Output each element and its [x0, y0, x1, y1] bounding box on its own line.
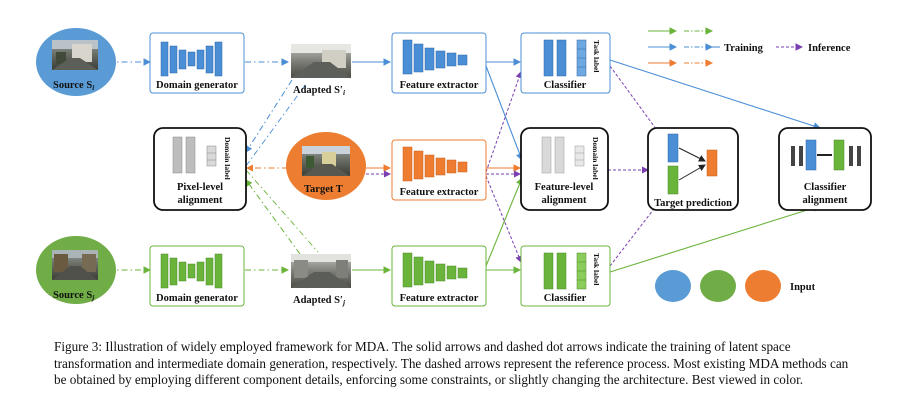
source-j-thumbnail — [52, 250, 98, 280]
arrow-cls-top-to-cls-align — [609, 59, 822, 130]
source-i-node: Source Si — [36, 28, 116, 96]
legend-inference-label: Inference — [808, 43, 851, 54]
arrow-feat-mid-to-cls-bot-inf — [485, 175, 522, 263]
target-node: Target T — [286, 132, 366, 200]
domain-label-feat: Domain label — [591, 137, 600, 180]
arrow-pixel-to-adapted-j — [245, 169, 319, 253]
legend-input-green — [700, 270, 736, 302]
legend-input-orange — [745, 270, 781, 302]
arrow-adapted-j-to-pixel-align — [245, 179, 301, 255]
svg-text:Adapted S′i: Adapted S′i — [293, 85, 346, 97]
feature-extractor-mid: Feature extractor — [391, 139, 487, 201]
arrow-adapted-i-to-pixel-align — [245, 79, 293, 153]
task-label-top: Task label — [592, 40, 601, 72]
feat-bottom-layers-icon — [402, 252, 468, 288]
adapted-j-thumbnail — [291, 254, 351, 288]
connectors — [108, 58, 822, 274]
adapted-j-node: Adapted S′j — [291, 254, 351, 307]
target-label: Target T — [304, 184, 343, 195]
classifier-top: Task label Classifier — [520, 32, 611, 94]
pixel-align-icon — [172, 136, 217, 174]
generator-bottom-layers-icon — [160, 253, 223, 289]
domain-generator-bottom: Domain generator — [149, 245, 245, 307]
arrow-cls-bot-to-cls-align — [609, 204, 822, 273]
classifier-bottom: Task label Classifier — [520, 245, 611, 307]
source-i-thumbnail — [52, 40, 98, 70]
source-j-label: Source S — [53, 290, 92, 301]
feat-align-label-2: alignment — [542, 195, 587, 206]
source-j-node: Source Sj — [36, 236, 116, 304]
arrow-feat-top-to-feat-align — [485, 65, 524, 162]
cls-align-icon — [791, 139, 861, 171]
feat-bottom-label: Feature extractor — [400, 293, 479, 304]
domain-generator-bottom-label: Domain generator — [156, 293, 238, 304]
source-i-sub: i — [92, 83, 95, 92]
classifier-bottom-label: Classifier — [544, 293, 587, 304]
classifier-alignment: Classifier alignment — [778, 127, 872, 211]
feat-mid-label: Feature extractor — [400, 187, 479, 198]
target-prediction: Target prediction — [647, 127, 739, 211]
svg-text:Source Sj: Source Sj — [53, 290, 95, 302]
svg-text:Adapted S′j: Adapted S′j — [293, 295, 346, 307]
classifier-bottom-icon — [543, 252, 587, 290]
adapted-i-node: Adapted S′i — [291, 44, 351, 97]
pixel-align-label-1: Pixel-level — [177, 182, 223, 193]
feat-align-icon — [541, 136, 585, 174]
feat-top-label: Feature extractor — [400, 80, 479, 91]
svg-text:Source Si: Source Si — [53, 80, 95, 92]
task-label-bottom: Task label — [592, 253, 601, 285]
feat-top-layers-icon — [402, 39, 468, 75]
classifier-top-icon — [543, 39, 587, 77]
target-thumbnail — [302, 146, 350, 176]
adapted-i-thumbnail — [291, 44, 351, 78]
legend-input-blue — [655, 270, 691, 302]
figure-caption: Figure 3: Illustration of widely employe… — [54, 339, 849, 387]
legend-input-label: Input — [790, 282, 816, 293]
feature-extractor-top: Feature extractor — [391, 32, 487, 94]
classifier-top-label: Classifier — [544, 80, 587, 91]
svg-text:Target T: Target T — [304, 184, 343, 195]
cls-align-label-2: alignment — [803, 195, 848, 206]
cls-align-label-1: Classifier — [804, 182, 847, 193]
feat-mid-layers-icon — [402, 146, 468, 182]
source-i-label: Source S — [53, 80, 92, 91]
domain-generator-top: Domain generator — [149, 32, 245, 94]
pixel-align-label-2: alignment — [178, 195, 223, 206]
legend: Training Inference Input — [648, 27, 851, 302]
pixel-level-alignment: Domain label Pixel-level alignment — [153, 127, 247, 211]
target-pred-icon — [667, 133, 718, 195]
source-j-sub: j — [91, 293, 95, 302]
adapted-i-label: Adapted S — [293, 85, 340, 96]
generator-top-layers-icon — [160, 41, 223, 77]
arrow-pixel-to-adapted-i — [245, 83, 307, 167]
feature-extractor-bottom: Feature extractor — [391, 245, 487, 307]
legend-training-label: Training — [724, 43, 764, 54]
domain-generator-top-label: Domain generator — [156, 80, 238, 91]
feat-align-label-1: Feature-level — [535, 182, 594, 193]
domain-label-pixel: Domain label — [223, 137, 232, 180]
adapted-j-label: Adapted S — [293, 295, 340, 306]
feature-level-alignment: Domain label Feature-level alignment — [520, 127, 609, 211]
arrow-feat-mid-to-cls-top-inf — [485, 71, 523, 173]
target-pred-label: Target prediction — [654, 198, 732, 209]
arrow-feat-bot-to-feat-align — [485, 176, 524, 267]
arrow-cls-top-to-pred-inf — [609, 65, 671, 149]
